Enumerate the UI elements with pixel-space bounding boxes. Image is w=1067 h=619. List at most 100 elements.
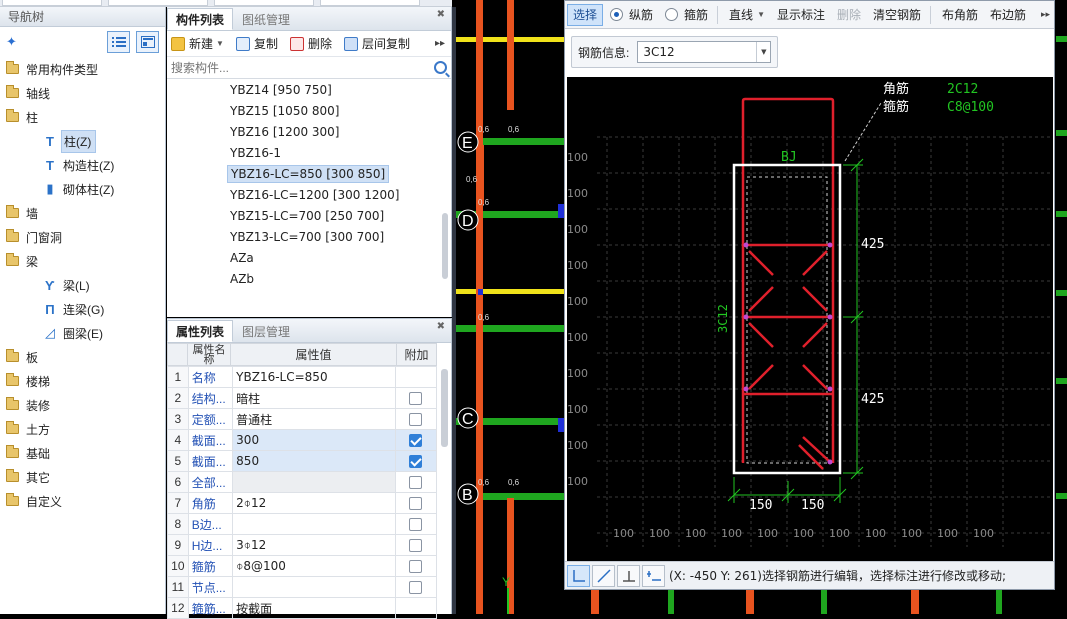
tree-folder-foundation[interactable]: 基础 <box>0 441 165 465</box>
property-value[interactable]: 普通柱 <box>232 408 396 430</box>
extra-checkbox[interactable] <box>409 392 423 406</box>
extra-checkbox[interactable] <box>409 476 423 490</box>
property-extra[interactable] <box>394 513 438 535</box>
tree-folder-axis[interactable]: 轴线 <box>0 81 165 105</box>
list-item[interactable]: AZb <box>167 268 451 289</box>
tab-drawing-management[interactable]: 图纸管理 <box>242 12 291 27</box>
property-extra[interactable] <box>394 492 438 514</box>
property-scrollbar[interactable] <box>441 369 448 447</box>
delete-button[interactable]: 删除 <box>289 35 332 52</box>
longitudinal-radio[interactable]: 纵筋 <box>605 4 658 26</box>
tree-folder-stairs[interactable]: 楼梯 <box>0 369 165 393</box>
property-value[interactable] <box>232 471 396 493</box>
tree-folder-decoration[interactable]: 装修 <box>0 393 165 417</box>
tree-folder-common[interactable]: 常用构件类型 <box>0 57 165 81</box>
layer-copy-button[interactable]: 层间复制 <box>343 35 410 52</box>
list-view-button[interactable] <box>107 31 130 53</box>
list-item[interactable]: YBZ15-LC=700 [250 700] <box>167 205 451 226</box>
tab-property-list[interactable]: 属性列表 <box>167 320 234 342</box>
extra-checkbox[interactable] <box>409 434 423 448</box>
snap-perpendicular-button[interactable] <box>617 564 640 587</box>
property-extra[interactable] <box>394 387 438 409</box>
property-value[interactable]: 2⌽12 <box>232 492 396 514</box>
property-extra[interactable] <box>394 576 438 598</box>
property-extra[interactable] <box>394 450 438 472</box>
edge-rebar-button[interactable]: 布边筋 <box>990 8 1027 22</box>
more-icon[interactable]: ▸▸ <box>434 38 445 49</box>
tab-component-list[interactable]: 构件列表 <box>167 8 234 30</box>
tree-folder-column[interactable]: 柱 <box>0 105 165 129</box>
close-icon[interactable]: ✖ <box>436 9 445 20</box>
property-extra[interactable] <box>394 471 438 493</box>
line-dropdown[interactable]: 直线▼ <box>724 4 770 26</box>
tree-folder-other[interactable]: 其它 <box>0 465 165 489</box>
property-value[interactable] <box>232 513 396 535</box>
property-value[interactable]: 3⌽12 <box>232 534 396 556</box>
rebar-info-select[interactable]: 3C12 ▼ <box>637 41 772 63</box>
component-list-scrollbar[interactable] <box>442 213 448 279</box>
property-extra[interactable] <box>394 429 438 451</box>
list-item[interactable]: YBZ14 [950 750] <box>167 79 451 100</box>
tree-item-ring-beam[interactable]: ◿圈梁(E) <box>0 321 165 345</box>
list-item[interactable]: YBZ16-1 <box>167 142 451 163</box>
close-icon[interactable]: ✖ <box>436 321 445 332</box>
list-item-selected[interactable]: YBZ16-LC=850 [300 850] <box>167 163 451 184</box>
tree-folder-earthwork[interactable]: 土方 <box>0 417 165 441</box>
property-value[interactable]: ⌽8@100 <box>232 555 396 577</box>
clear-rebar-button[interactable]: 清空钢筋 <box>873 8 922 22</box>
tree-folder-beam[interactable]: 梁 <box>0 249 165 273</box>
top-field-2[interactable] <box>108 0 208 6</box>
property-value[interactable]: 按截面 <box>232 597 396 619</box>
extra-checkbox[interactable] <box>409 455 423 469</box>
top-field-1[interactable] <box>2 0 102 6</box>
extra-checkbox[interactable] <box>409 581 423 595</box>
snap-orthogonal-button[interactable] <box>567 564 590 587</box>
property-extra[interactable] <box>394 534 438 556</box>
tree-folder-openings[interactable]: 门窗洞 <box>0 225 165 249</box>
search-icon[interactable] <box>434 61 447 74</box>
property-extra[interactable] <box>394 366 438 388</box>
extra-checkbox[interactable] <box>409 413 423 427</box>
list-item[interactable]: AZa <box>167 247 451 268</box>
stirrup-radio[interactable]: 箍筋 <box>660 4 713 26</box>
panel-splitter[interactable] <box>452 7 456 614</box>
new-button[interactable]: 新建▼ <box>171 35 224 52</box>
snap-dimension-button[interactable] <box>642 564 665 587</box>
property-value[interactable]: 300 <box>232 429 396 451</box>
list-item[interactable]: YBZ16-LC=1200 [300 1200] <box>167 184 451 205</box>
sparkle-icon[interactable]: ✦ <box>6 34 17 49</box>
property-value[interactable]: 850 <box>232 450 396 472</box>
tree-item-masonry-column[interactable]: ▮砌体柱(Z) <box>0 177 165 201</box>
extra-checkbox[interactable] <box>409 560 423 574</box>
property-value[interactable]: YBZ16-LC=850 <box>232 366 396 388</box>
list-item[interactable]: YBZ16 [1200 300] <box>167 121 451 142</box>
tree-folder-custom[interactable]: 自定义 <box>0 489 165 513</box>
property-extra[interactable] <box>394 408 438 430</box>
show-dims-button[interactable]: 显示标注 <box>776 8 825 22</box>
copy-button[interactable]: 复制 <box>235 35 278 52</box>
property-extra[interactable] <box>394 555 438 577</box>
search-input[interactable] <box>171 60 434 75</box>
extra-checkbox[interactable] <box>409 539 423 553</box>
select-button[interactable]: 选择 <box>567 3 604 26</box>
property-value[interactable]: 暗柱 <box>232 387 396 409</box>
list-item[interactable]: YBZ13-LC=700 [300 700] <box>167 226 451 247</box>
snap-angle-button[interactable] <box>592 564 615 587</box>
property-extra[interactable] <box>394 597 438 619</box>
detail-view-button[interactable] <box>136 31 159 53</box>
corner-rebar-button[interactable]: 布角筋 <box>942 8 979 22</box>
